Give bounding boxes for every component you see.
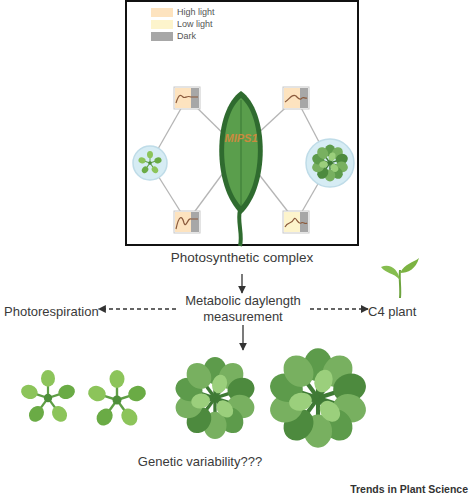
photosynthetic-complex-box: Photosynthetic complex MIPS1 (125, 0, 359, 274)
light-curve-graph (283, 211, 309, 233)
node-text: Genetic variability??? (10, 454, 390, 470)
node-text: Metabolic daylength measurement (176, 293, 310, 325)
plants-node: Genetic variability??? (10, 350, 390, 475)
gene-label: MIPS1 (213, 130, 269, 146)
journal-watermark: Trends in Plant Science (350, 483, 468, 495)
plant-circle (133, 146, 167, 180)
light-curve-graph (174, 211, 200, 233)
dashed-arrow (99, 308, 176, 309)
node-text: Photosynthetic complex (125, 250, 359, 266)
outcome-label: Photorespiration (4, 304, 99, 320)
node-text: C4 plant (368, 304, 416, 320)
legend: High lightLow lightDark (151, 6, 215, 42)
node-text: Photorespiration (4, 304, 99, 320)
light-curve-graph (174, 87, 200, 109)
legend-text: Dark (177, 31, 196, 41)
frame-box (126, 1, 358, 245)
plant-circle (306, 139, 354, 187)
legend-item: Low light (151, 18, 215, 30)
outcome-label: C4 plant (368, 304, 416, 320)
process-label: Metabolic daylength measurement (176, 293, 310, 325)
network-lines (150, 98, 330, 222)
plant-rosettes (19, 348, 369, 447)
leaf-stem (239, 210, 241, 246)
leaf-node: MIPS1 (213, 90, 269, 215)
legend-swatch (151, 32, 173, 41)
legend-item: Dark (151, 30, 215, 42)
flow-arrow (242, 325, 243, 350)
seedling-icon (381, 258, 419, 298)
flow-arrow (241, 274, 242, 293)
legend-item: High light (151, 6, 215, 18)
legend-swatch (151, 20, 173, 29)
dashed-arrow (310, 308, 368, 309)
legend-text: Low light (177, 19, 213, 29)
legend-swatch (151, 8, 173, 17)
leaf-shape (213, 90, 269, 215)
legend-text: High light (177, 7, 215, 17)
light-curve-graph (283, 87, 309, 109)
